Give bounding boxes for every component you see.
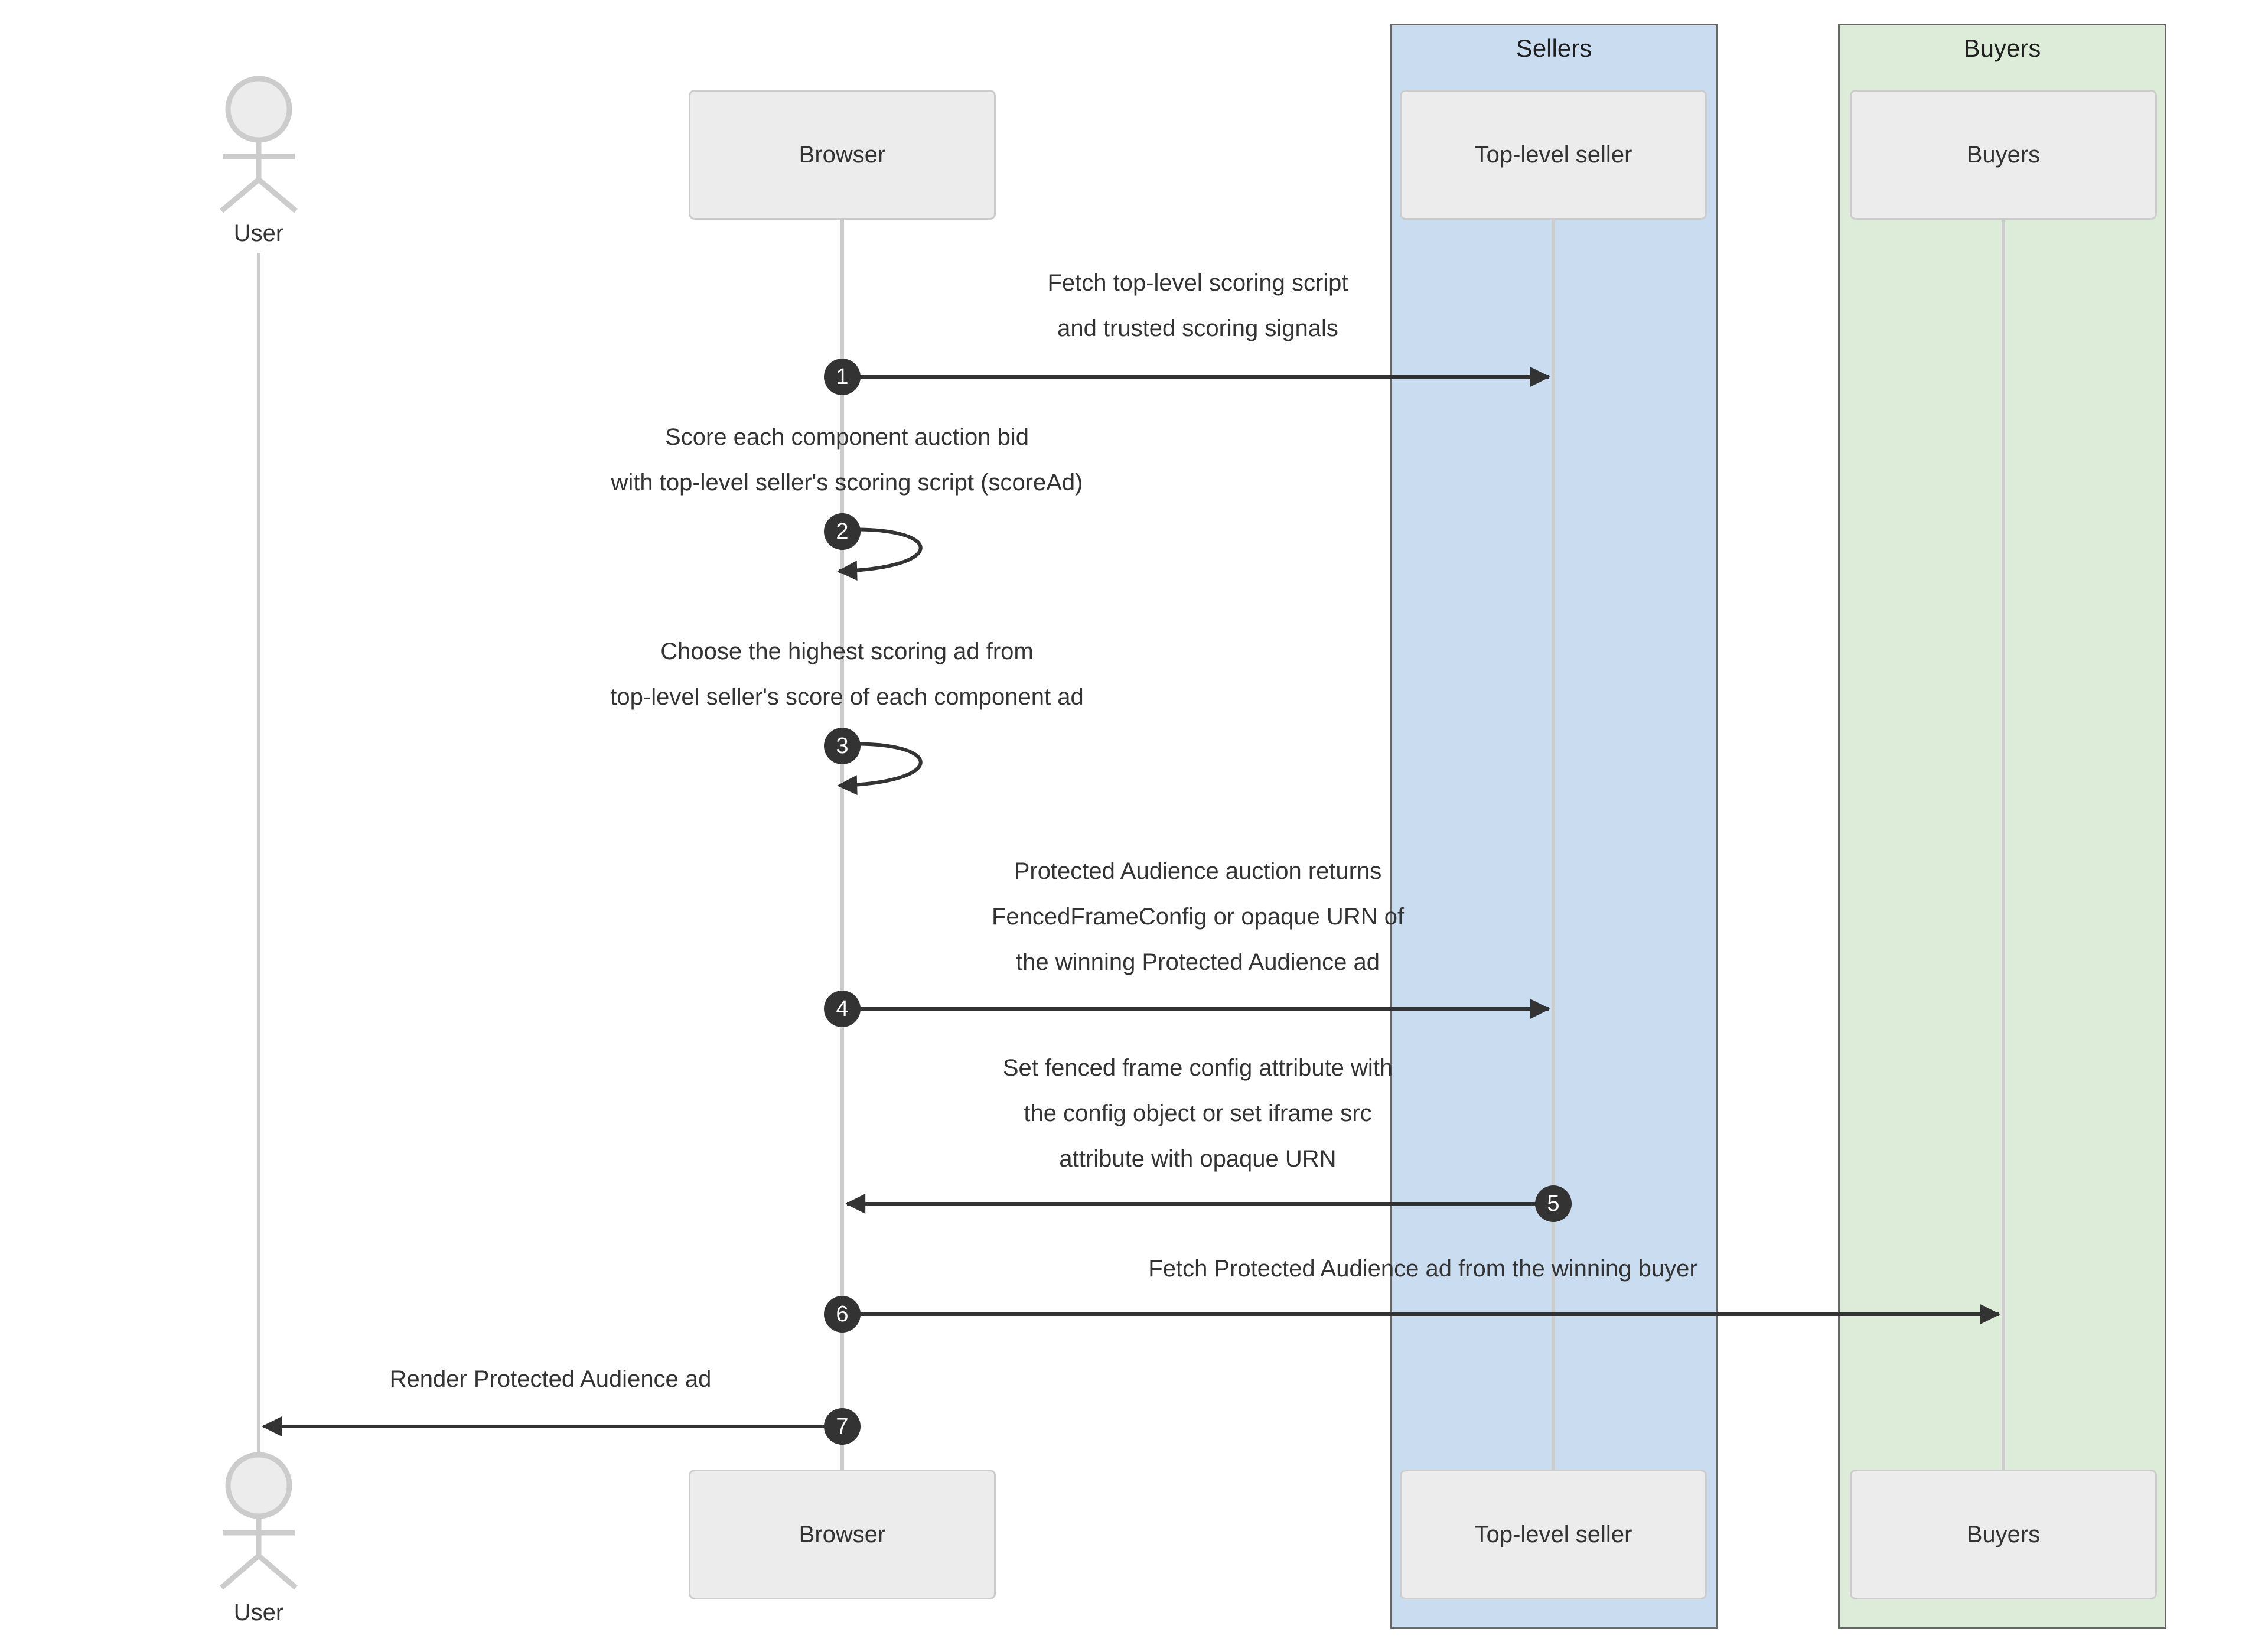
msg1-text-line2: and trusted scoring signals — [1057, 315, 1338, 341]
msg4-text-line1: Protected Audience auction returns — [1014, 858, 1382, 884]
participant-seller-top: Top-level seller — [1400, 90, 1707, 220]
buyers-group-label: Buyers — [1963, 34, 2041, 62]
msg5-text-line3: attribute with opaque URN — [1059, 1146, 1337, 1172]
msg1-number-badge: 1 — [824, 359, 861, 395]
msg4-text-line3: the winning Protected Audience ad — [1016, 949, 1380, 975]
msg1-text-line1: Fetch top-level scoring script — [1047, 270, 1348, 296]
arrow-msg3-self-loop — [837, 742, 923, 796]
msg6-number-badge: 6 — [824, 1296, 861, 1333]
msg2-text-line2: with top-level seller's scoring script (… — [611, 470, 1083, 496]
user-head-bottom — [225, 1452, 292, 1519]
msg5-number-badge: 5 — [1535, 1185, 1572, 1222]
msg6-text-line1: Fetch Protected Audience ad from the win… — [1148, 1256, 1697, 1282]
participant-buyers-top: Buyers — [1850, 90, 2157, 220]
msg3-number-badge: 3 — [824, 728, 861, 764]
msg3-text-line2: top-level seller's score of each compone… — [610, 684, 1084, 710]
msg2-text-line1: Score each component auction bid — [665, 424, 1029, 450]
user-actor-figure-bottom — [220, 1452, 298, 1590]
lifelines — [257, 220, 2005, 1470]
msg4-text-line2: FencedFrameConfig or opaque URN of — [991, 904, 1405, 930]
message-arrows — [262, 367, 2000, 1436]
participant-seller-bottom: Top-level seller — [1400, 1470, 1707, 1599]
arrow-msg2-self-loop — [837, 527, 923, 581]
msg7-number-badge: 7 — [824, 1408, 861, 1445]
user-head-top — [225, 76, 292, 143]
msg4-number-badge: 4 — [824, 991, 861, 1027]
participant-buyers-bottom: Buyers — [1850, 1470, 2157, 1599]
participant-browser-top: Browser — [689, 90, 996, 220]
sellers-group-label: Sellers — [1516, 34, 1592, 62]
participant-browser-bottom: Browser — [689, 1470, 996, 1599]
msg2-number-badge: 2 — [824, 513, 861, 550]
msg3-text-line1: Choose the highest scoring ad from — [660, 638, 1034, 664]
msg7-text-line1: Render Protected Audience ad — [389, 1366, 712, 1392]
msg5-text-line1: Set fenced frame config attribute with — [1002, 1055, 1393, 1081]
user-actor-figure-top — [220, 76, 298, 213]
user-label-bottom: User — [233, 1599, 284, 1625]
msg5-text-line2: the config object or set iframe src — [1024, 1100, 1372, 1126]
user-label-top: User — [233, 220, 284, 246]
